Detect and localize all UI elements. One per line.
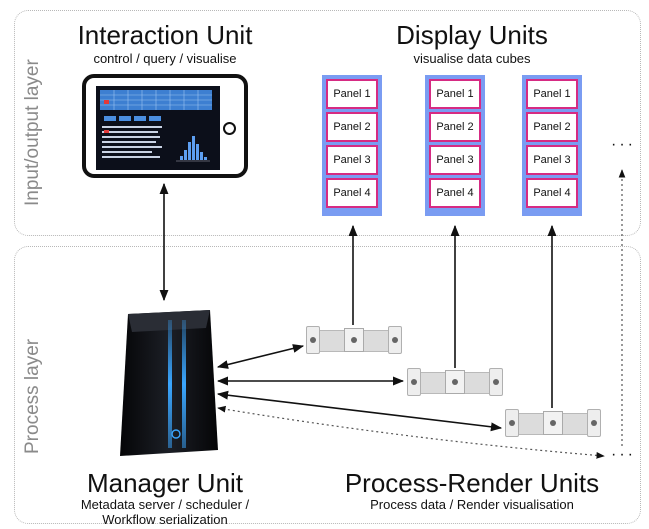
display-unit-1: Panel 1 Panel 2 Panel 3 Panel 4 bbox=[322, 75, 382, 216]
process-render-units-title: Process-Render Units bbox=[344, 468, 600, 498]
panel: Panel 1 bbox=[429, 79, 481, 109]
panel: Panel 4 bbox=[526, 178, 578, 208]
panel: Panel 1 bbox=[526, 79, 578, 109]
panel: Panel 2 bbox=[526, 112, 578, 142]
render-unit-3 bbox=[505, 409, 601, 437]
server-tower-icon bbox=[120, 310, 218, 456]
manager-unit-title: Manager Unit bbox=[86, 468, 244, 498]
manager-more-arrow bbox=[217, 405, 605, 459]
panel: Panel 4 bbox=[326, 178, 378, 208]
panel: Panel 2 bbox=[326, 112, 378, 142]
manager-render3-arrow bbox=[216, 390, 503, 432]
more-displays-ellipsis: ··· bbox=[611, 136, 636, 153]
io-layer-region bbox=[14, 10, 641, 236]
panel: Panel 4 bbox=[429, 178, 481, 208]
manager-unit-subtitle-2: Workflow serialization bbox=[102, 512, 228, 527]
tablet-screen bbox=[96, 86, 220, 170]
manager-unit-subtitle-1: Metadata server / scheduler / bbox=[80, 497, 250, 512]
process-render-units-subtitle: Process data / Render visualisation bbox=[370, 497, 574, 512]
tablet-device bbox=[82, 74, 248, 178]
panel: Panel 2 bbox=[429, 112, 481, 142]
display-unit-3: Panel 1 Panel 2 Panel 3 Panel 4 bbox=[522, 75, 582, 216]
home-button-icon bbox=[223, 122, 236, 135]
panel: Panel 1 bbox=[326, 79, 378, 109]
display-unit-2: Panel 1 Panel 2 Panel 3 Panel 4 bbox=[425, 75, 485, 216]
process-layer-region bbox=[14, 246, 641, 524]
interaction-unit-subtitle: control / query / visualise bbox=[93, 51, 237, 66]
more-render-ellipsis: ··· bbox=[611, 446, 636, 463]
dashboard-thumbnail-icon bbox=[100, 90, 212, 162]
panel: Panel 3 bbox=[429, 145, 481, 175]
display-units-subtitle: visualise data cubes bbox=[413, 51, 531, 66]
interaction-unit-title: Interaction Unit bbox=[77, 20, 253, 50]
display-units-title: Display Units bbox=[396, 20, 548, 50]
manager-render1-arrow bbox=[216, 344, 305, 369]
panel: Panel 3 bbox=[526, 145, 578, 175]
panel: Panel 3 bbox=[326, 145, 378, 175]
render-unit-2 bbox=[407, 368, 503, 396]
render-unit-1 bbox=[306, 326, 402, 354]
